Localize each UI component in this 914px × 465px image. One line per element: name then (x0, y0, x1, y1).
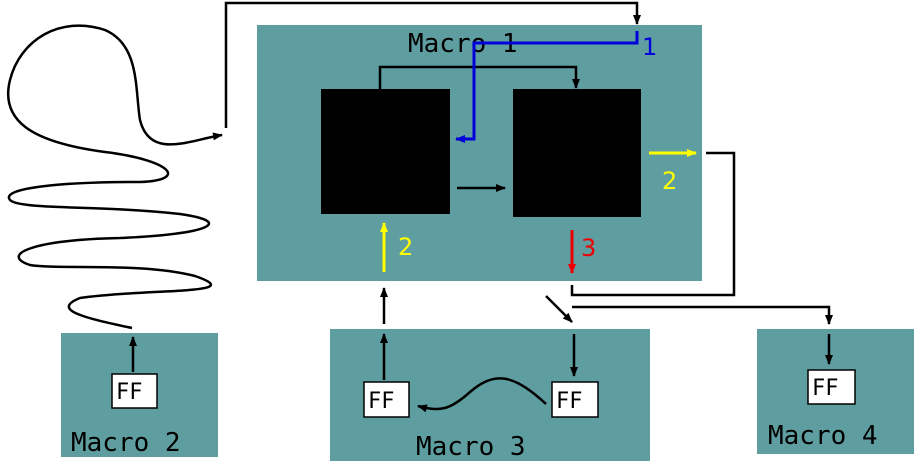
ff-macro-2-label: FF (116, 380, 143, 405)
wire-right-output (570, 151, 736, 297)
path-3-label: 3 (581, 234, 596, 262)
path-2-right-label: 2 (662, 167, 677, 195)
ff-macro-2: FF (111, 373, 158, 409)
ff-macro-4-label: FF (812, 376, 839, 401)
wire-ff-right-to-left (417, 377, 547, 413)
ff-macro-3-left-label: FF (368, 389, 395, 414)
ff-macro-4: FF (807, 369, 856, 405)
logic-block-right (513, 89, 641, 217)
macro-2-label: Macro 2 (71, 428, 181, 458)
logic-block-left (321, 89, 450, 214)
wire-block-to-block-top (378, 65, 580, 89)
path-1-label: 1 (642, 33, 657, 61)
path-1-blue (455, 31, 639, 143)
wire-wiggle-long-route (6, 24, 223, 330)
ff-macro-3-right-label: FF (556, 389, 583, 414)
macro-3-label: Macro 3 (416, 432, 526, 462)
wire-top-feed (224, 1, 641, 128)
ff-macro-3-left: FF (363, 381, 410, 418)
ff-macro-3-right: FF (551, 381, 599, 418)
wire-to-macro-3-diag (545, 295, 573, 323)
wire-to-macro-4 (572, 305, 833, 325)
path-2-bottom-label: 2 (398, 233, 413, 261)
macro-4-label: Macro 4 (768, 421, 878, 451)
